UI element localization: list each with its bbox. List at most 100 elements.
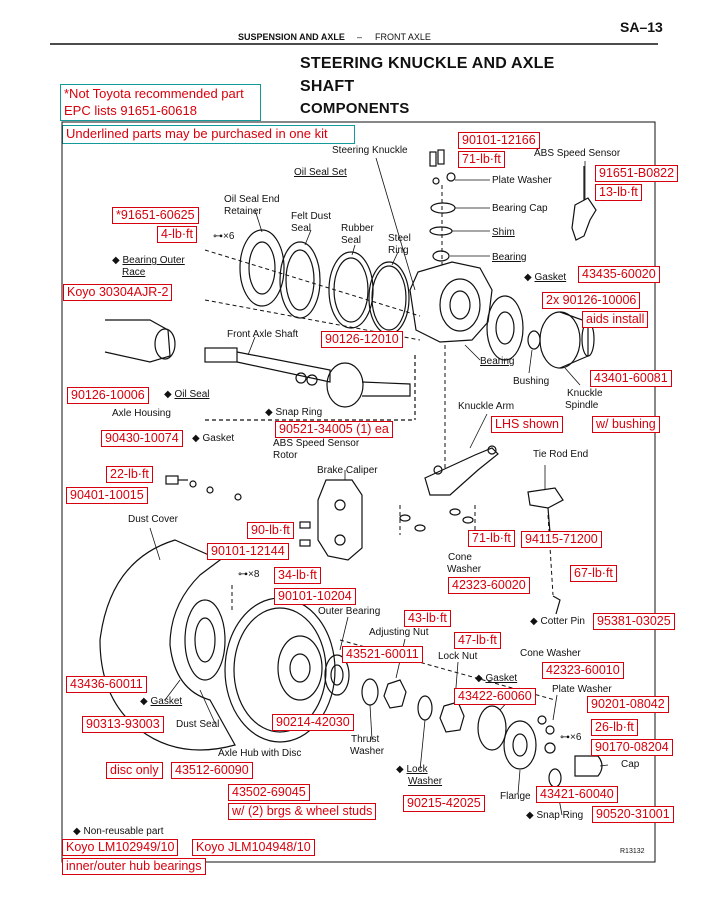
page-title-line3: COMPONENTS (300, 100, 410, 117)
steering-knuckle-shape (409, 261, 493, 343)
label-knuckle-spindle-2: Spindle (565, 400, 599, 411)
cap-shape (574, 755, 603, 777)
label-oil-seal-end-retainer-1: Oil Seal End (224, 194, 280, 205)
label-knuckle-arm: Knuckle Arm (458, 401, 515, 412)
label-lock-nut: Lock Nut (438, 651, 478, 662)
annotation-torque-47: 47-lb·ft (454, 632, 501, 649)
label-gasket-housing: ◆ Gasket (192, 433, 235, 444)
label-abs-rotor-1: ABS Speed Sensor (273, 438, 360, 449)
cone-washers-shape (399, 508, 474, 532)
label-x8: ⊶×8 (238, 569, 260, 580)
kit-note: Underlined parts may be purchased in one… (66, 126, 328, 141)
label-gasket-cover: ◆ Gasket (140, 696, 183, 707)
annotation-koyo-jlm104948: Koyo JLM104948/10 (192, 839, 315, 856)
bearing-cap-shape (430, 202, 456, 214)
annotation-90215-42025: 90215-42025 (403, 795, 485, 812)
label-adjusting-nut: Adjusting Nut (369, 627, 429, 638)
annotation-torque-4: 4-lb·ft (157, 226, 197, 243)
adjusting-nut-shape (383, 679, 407, 709)
toyota-note-box: *Not Toyota recommended part EPC lists 9… (60, 84, 261, 121)
bolt-icon: ⊶ (560, 732, 570, 743)
label-non-reusable: ◆ Non-reusable part (73, 826, 164, 837)
dust-cover-shape (99, 539, 236, 751)
label-dust-cover: Dust Cover (128, 514, 179, 525)
page-title-line1: STEERING KNUCKLE AND AXLE (300, 55, 555, 72)
snap-ring-hub-shape (548, 768, 562, 788)
annotation-43521-60011: 43521-60011 (342, 646, 423, 663)
label-cotter-pin: ◆ Cotter Pin (530, 616, 585, 627)
annotation-torque-43: 43-lb·ft (404, 610, 451, 627)
label-outer-bearing: Outer Bearing (318, 606, 381, 617)
annotation-90126-10006-2x: 2x 90126-10006 (542, 292, 641, 309)
annotation-90401-10015: 90401-10015 (66, 487, 148, 504)
annotation-90170-08204: 90170-08204 (591, 739, 673, 756)
annotation-43502-69045: 43502-69045 (228, 784, 310, 801)
toyota-note-line1: *Not Toyota recommended part (64, 86, 244, 101)
label-bushing: Bushing (513, 376, 550, 387)
knuckle-arm-shape (424, 445, 499, 496)
cone-washer-hub-shape (537, 715, 547, 725)
label-cap: Cap (621, 759, 640, 770)
annotation-91651-60625: *91651-60625 (112, 207, 199, 224)
snap-ring-shape (295, 372, 307, 384)
annotation-torque-26: 26-lb·ft (591, 719, 638, 736)
thrust-washer-shape (361, 678, 379, 706)
annotation-90101-10204: 90101-10204 (274, 588, 356, 605)
label-felt-dust-seal-1: Felt Dust (291, 211, 332, 222)
label-bearing-outer-race-1: ◆ Bearing Outer (112, 255, 185, 266)
annotation-90126-12010: 90126-12010 (321, 331, 403, 348)
label-axle-hub-with-disc: Axle Hub with Disc (218, 748, 302, 759)
annotation-43512-60090: 43512-60090 (171, 762, 253, 779)
label-x6-hub: ⊶×6 (560, 732, 582, 743)
label-oil-seal-set: Oil Seal Set (294, 167, 347, 178)
annotation-torque-34: 34-lb·ft (274, 567, 321, 584)
non-reusable-diamond-icon: ◆ (192, 433, 200, 444)
figure-code: R13132 (620, 848, 645, 855)
label-steel-ring-2: Ring (388, 245, 409, 256)
annotation-torque-71-top: 71-lb·ft (458, 151, 505, 168)
lock-nut-shape (439, 701, 465, 733)
tie-rod-end-shape (527, 487, 564, 509)
label-tie-rod-end: Tie Rod End (533, 449, 589, 460)
annotation-90520-31001: 90520-31001 (592, 806, 674, 823)
annotation-torque-90: 90-lb·ft (247, 522, 294, 539)
label-x6-top: ⊶×6 (213, 231, 235, 242)
label-steering-knuckle: Steering Knuckle (332, 145, 408, 156)
non-reusable-diamond-icon: ◆ (112, 255, 120, 266)
annotation-90521-34005: 90521-34005 (1) ea (275, 421, 393, 438)
label-plate-washer-hub: Plate Washer (552, 684, 612, 695)
annotation-90313-93003: 90313-93003 (82, 716, 164, 733)
abs-sensor-shape (571, 197, 597, 241)
annotation-94115-71200: 94115-71200 (521, 531, 602, 548)
bolt-icon: ⊶ (238, 569, 248, 580)
annotation-90430-10074: 90430-10074 (101, 430, 183, 447)
label-rubber-seal-1: Rubber (341, 223, 374, 234)
label-bearing-top: Bearing (492, 252, 527, 263)
oil-seal-end-retainer-shape (239, 229, 285, 307)
annotation-lhs-shown: LHS shown (491, 416, 563, 433)
housing-bolts-shape (165, 475, 242, 501)
hub-gasket-shape (477, 705, 507, 751)
label-snap-ring-top: ◆ Snap Ring (265, 407, 323, 418)
annotation-aids-install: aids install (582, 311, 649, 328)
non-reusable-diamond-icon: ◆ (526, 810, 534, 821)
label-cone-washer-hub: Cone Washer (520, 648, 581, 659)
annotation-inner-outer-hub-bearings: inner/outer hub bearings (62, 858, 206, 875)
label-cone-washer-1: Cone (448, 552, 472, 563)
annotation-43401-60081: 43401-60081 (590, 370, 672, 387)
label-gasket-hub: ◆ Gasket (475, 673, 518, 684)
annotation-disc-only: disc only (106, 762, 163, 779)
label-snap-ring-hub: ◆ Snap Ring (526, 810, 584, 821)
label-thrust-washer-2: Washer (350, 746, 385, 757)
annotation-torque-22: 22-lb·ft (106, 466, 153, 483)
cotter-pin-shape (552, 595, 561, 615)
label-brake-caliper: Brake Caliper (317, 465, 378, 476)
label-lock-washer-1: ◆ Lock (396, 764, 428, 775)
label-cone-washer-2: Washer (447, 564, 482, 575)
label-bearing-outer-race-2: Race (122, 267, 146, 278)
annotation-43422-60060: 43422-60060 (454, 688, 536, 705)
annotation-95381-03025: 95381-03025 (593, 613, 675, 630)
non-reusable-diamond-icon: ◆ (475, 673, 483, 684)
